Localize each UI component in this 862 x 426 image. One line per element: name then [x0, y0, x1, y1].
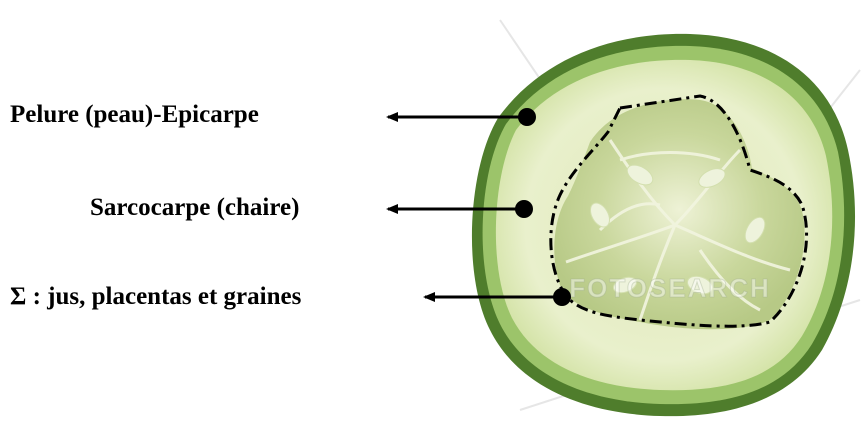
label-epicarp: Pelure (peau)-Epicarpe	[10, 101, 259, 128]
arrow-core-dot	[553, 288, 571, 306]
arrow-sarcocarp-dot	[515, 200, 533, 218]
arrow-epicarp-dot	[518, 108, 536, 126]
cucumber-slice	[472, 34, 855, 416]
label-core: Σ : jus, placentas et graines	[10, 283, 302, 310]
label-sarcocarp: Sarcocarpe (chaire)	[90, 194, 299, 221]
watermark-text: FOTOSEARCH	[569, 273, 771, 303]
